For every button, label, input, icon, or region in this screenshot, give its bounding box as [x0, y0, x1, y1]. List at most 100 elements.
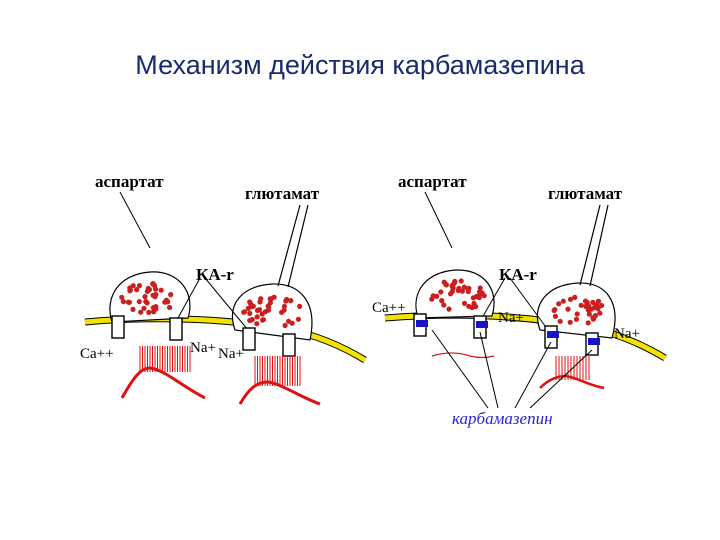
vesicle	[142, 294, 148, 300]
vesicle	[152, 294, 158, 300]
vesicle	[281, 303, 287, 309]
vesicle	[560, 298, 566, 304]
left-trace-1	[120, 346, 206, 400]
vesicle	[557, 318, 563, 324]
vesicle	[567, 319, 573, 325]
vesicle	[284, 296, 290, 303]
vesicle	[256, 307, 263, 313]
vesicle	[162, 299, 168, 305]
vesicle	[443, 282, 449, 288]
vesicle	[459, 288, 465, 294]
vesicle	[597, 310, 603, 316]
left-panel: аспартат глютамат КА-r Ca++ Na+ Na+	[80, 172, 367, 406]
vesicle	[441, 302, 447, 308]
left-vesicles-1	[119, 281, 174, 315]
left-terminal-2	[231, 283, 313, 341]
left-na-label-2: Na+	[218, 346, 244, 362]
vesicle	[268, 296, 275, 302]
vesicle	[260, 317, 267, 323]
vesicle	[455, 287, 461, 294]
vesicle	[146, 309, 152, 315]
vesicle	[279, 309, 285, 315]
left-ca-label: Ca++	[80, 346, 114, 362]
vesicle	[552, 313, 559, 319]
vesicle	[150, 305, 156, 311]
left-na-label-1: Na+	[190, 340, 216, 356]
vesicle	[249, 304, 255, 310]
left-glutamate-label: глютамат	[245, 184, 320, 203]
vesicle	[144, 288, 150, 294]
right-channel-1	[413, 313, 428, 337]
vesicle	[470, 295, 476, 301]
left-aspartate-label: аспартат	[95, 172, 164, 191]
vesicle	[565, 306, 571, 312]
vesicle	[567, 296, 574, 302]
vesicle	[446, 306, 452, 312]
vesicle	[150, 281, 156, 287]
vesicle	[136, 283, 143, 289]
right-panel: аспартат глютамат КА-r Ca++ Na+ Na+ карб…	[372, 172, 667, 428]
vesicle	[168, 292, 174, 298]
vesicle	[130, 306, 136, 312]
vesicle	[167, 304, 173, 311]
vesicle	[286, 318, 292, 324]
vesicle	[295, 316, 301, 322]
drug-label: карбамазепин	[452, 409, 553, 428]
right-trace-1	[431, 352, 495, 359]
vesicle	[481, 293, 487, 299]
vesicle	[573, 316, 580, 322]
right-ka-receptor-label: КА-r	[499, 265, 537, 284]
vesicle	[556, 301, 562, 307]
right-na-label-2: Na+	[614, 326, 640, 342]
vesicle	[448, 291, 454, 297]
vesicle	[127, 287, 133, 293]
vesicle	[461, 300, 468, 306]
vesicle	[241, 309, 247, 315]
page-title: Механизм действия карбамазепина	[135, 50, 585, 80]
vesicle	[452, 278, 458, 284]
vesicle	[262, 309, 268, 315]
vesicle	[141, 305, 147, 311]
vesicle	[134, 287, 140, 293]
vesicle	[438, 289, 444, 295]
vesicle	[585, 320, 591, 326]
vesicle	[282, 322, 288, 329]
vesicle	[158, 287, 164, 293]
vesicle	[572, 294, 578, 300]
vesicle	[267, 300, 273, 306]
vesicle	[126, 299, 132, 305]
right-aspartate-label: аспартат	[398, 172, 467, 191]
right-terminal-2	[536, 282, 616, 339]
vesicle	[143, 298, 149, 305]
vesicle	[477, 285, 483, 291]
right-trace-2	[539, 356, 605, 390]
vesicle	[552, 307, 558, 313]
vesicle	[288, 298, 294, 304]
vesicle	[590, 299, 596, 305]
vesicle	[249, 316, 255, 323]
vesicle	[120, 299, 126, 305]
vesicle	[582, 298, 589, 304]
left-channel-3	[242, 327, 256, 351]
right-ca-label: Ca++	[372, 300, 406, 316]
right-na-label-1: Na+	[498, 310, 524, 326]
vesicle	[595, 303, 601, 310]
vesicle	[590, 315, 596, 321]
vesicle	[586, 303, 592, 309]
vesicle	[138, 309, 144, 315]
vesicle	[247, 310, 253, 316]
left-channel-2	[169, 317, 183, 341]
vesicle	[297, 303, 303, 309]
left-vesicles-2	[241, 294, 303, 329]
vesicle	[465, 288, 471, 295]
right-vesicles-1	[429, 278, 487, 312]
vesicle	[430, 293, 436, 299]
right-channel-4	[585, 332, 600, 356]
vesicle	[254, 314, 260, 320]
vesicle	[450, 285, 456, 291]
right-glutamate-label: глютамат	[548, 184, 623, 203]
vesicle	[574, 311, 580, 317]
left-channel-4	[282, 333, 296, 357]
vesicle	[578, 302, 584, 308]
